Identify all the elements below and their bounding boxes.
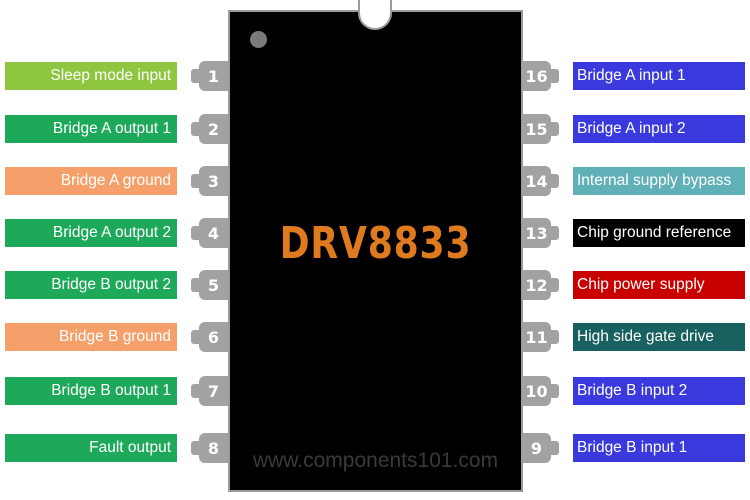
- pin-label-right-3: Internal supply bypass: [573, 167, 745, 195]
- pin-right-8: 9: [522, 433, 559, 463]
- pin-label-left-1: Sleep mode input: [5, 62, 177, 90]
- pin-left-5: 5: [191, 270, 228, 300]
- pin-label-left-8: Fault output: [5, 434, 177, 462]
- pin-right-7: 10: [522, 376, 559, 406]
- pin-label-left-7: Bridge B output 1: [5, 377, 177, 405]
- chip-body: [228, 10, 523, 492]
- pin-label-right-5: Chip power supply: [573, 271, 745, 299]
- pin-right-6: 11: [522, 322, 559, 352]
- pin-label-right-8: Bridge B input 1: [573, 434, 745, 462]
- pin-left-4: 4: [191, 218, 228, 248]
- pin-label-right-4: Chip ground reference: [573, 219, 745, 247]
- pin-label-left-2: Bridge A output 1: [5, 115, 177, 143]
- pin-label-left-5: Bridge B output 2: [5, 271, 177, 299]
- pin-label-left-4: Bridge A output 2: [5, 219, 177, 247]
- watermark: www.components101.com: [252, 449, 499, 472]
- chip-name: DRV8833: [279, 218, 472, 269]
- pin-label-left-6: Bridge B ground: [5, 323, 177, 351]
- pin-right-1: 16: [522, 61, 559, 91]
- chip-notch: [358, 0, 392, 30]
- pin-right-3: 14: [522, 166, 559, 196]
- pin-right-5: 12: [522, 270, 559, 300]
- pin-label-right-7: Bridge B input 2: [573, 377, 745, 405]
- pin-label-right-6: High side gate drive: [573, 323, 745, 351]
- pin-right-4: 13: [522, 218, 559, 248]
- pin-label-left-3: Bridge A ground: [5, 167, 177, 195]
- pin-left-2: 2: [191, 114, 228, 144]
- pin1-indicator-dot: [250, 31, 267, 48]
- pin-label-right-2: Bridge A input 2: [573, 115, 745, 143]
- pin-left-7: 7: [191, 376, 228, 406]
- pin-left-8: 8: [191, 433, 228, 463]
- pin-left-1: 1: [191, 61, 228, 91]
- pin-left-6: 6: [191, 322, 228, 352]
- pin-label-right-1: Bridge A input 1: [573, 62, 745, 90]
- pin-left-3: 3: [191, 166, 228, 196]
- pin-right-2: 15: [522, 114, 559, 144]
